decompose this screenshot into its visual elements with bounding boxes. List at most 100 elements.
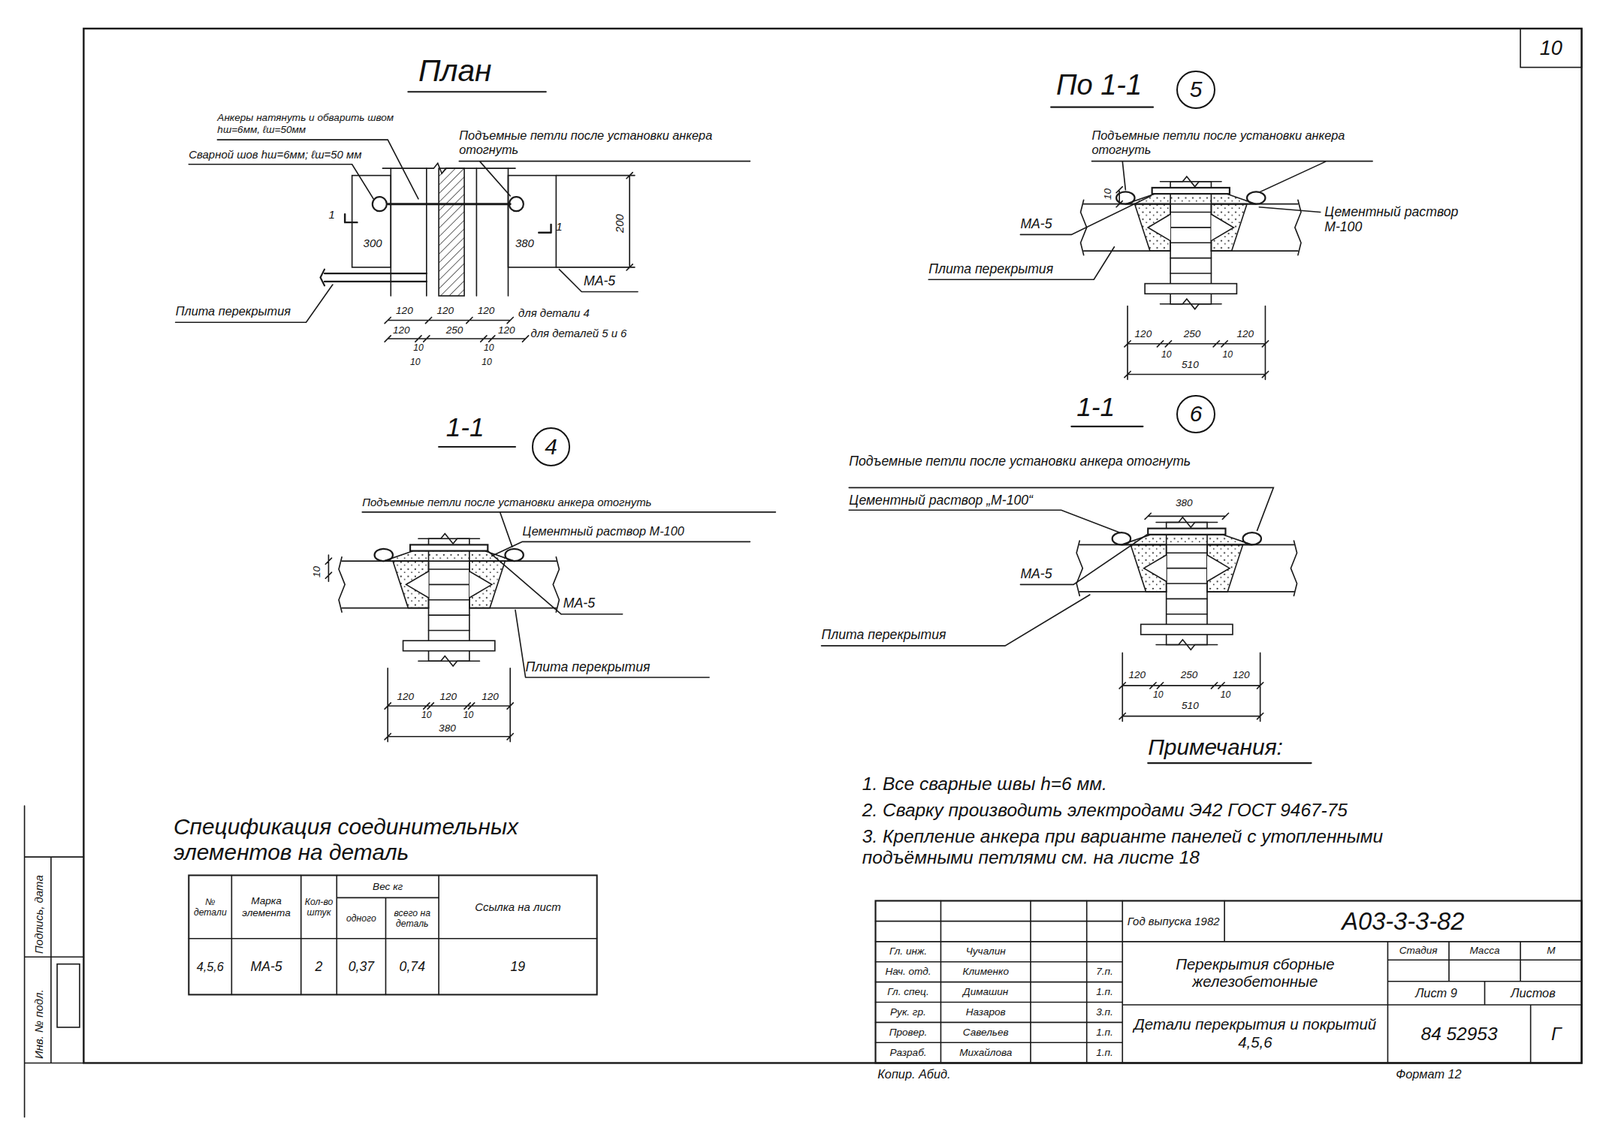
stamp-cell: Разраб. — [875, 1042, 942, 1063]
callout-number: 5 — [1189, 77, 1203, 103]
dimension: 380 — [515, 236, 535, 250]
table-cell: Вес кг — [336, 875, 439, 899]
table-cell: 2 — [301, 938, 338, 996]
dimension: 10 — [483, 342, 495, 354]
dimension: 120 — [392, 324, 411, 337]
callout-text: Плита перекрытия — [525, 659, 651, 675]
dimension: 10 — [413, 342, 424, 354]
dimension: 10 — [1101, 188, 1114, 200]
section-6 — [821, 487, 1274, 647]
stamp-cell: 1.п. — [1086, 1022, 1124, 1043]
dimension: 120 — [395, 304, 414, 317]
view-title: План — [418, 53, 493, 89]
section-6 — [1144, 513, 1229, 520]
dimension: 10 — [421, 709, 432, 721]
dimension: 120 — [1128, 669, 1146, 682]
plan-view — [372, 196, 387, 212]
dimension: 10 — [1161, 349, 1172, 360]
stamp-cell: Провер. — [875, 1022, 942, 1043]
stamp-cell: 84 52953 — [1387, 1005, 1531, 1063]
section-mark: 1 — [555, 220, 562, 233]
table-cell: Кол-во штук — [301, 875, 338, 939]
plan-view — [320, 269, 427, 287]
dimension: 120 — [439, 691, 457, 704]
plan-view — [438, 168, 465, 296]
dimension: 380 — [438, 722, 456, 735]
plan-view — [509, 196, 524, 212]
title-block-grid — [875, 900, 1582, 1063]
sheet-frame — [24, 28, 1582, 1117]
stamp-cell: Лист 9 — [1387, 981, 1485, 1006]
table-title: Спецификация соединительных элементов на… — [173, 814, 633, 867]
title-block-grid — [875, 900, 1582, 1063]
callout-number: 4 — [544, 434, 558, 460]
dimension: 10 — [1153, 689, 1164, 701]
stamp-cell: Г — [1530, 1005, 1582, 1063]
dimension: 10 — [310, 566, 324, 578]
callout-circle: 4 — [531, 427, 571, 467]
stamp-cell: Год выпуска 1982 — [1122, 900, 1225, 942]
dimension: 120 — [396, 691, 414, 704]
callout-text: Подъемные петли после установки анкера о… — [1092, 128, 1374, 157]
view-title: 1-1 — [1076, 392, 1115, 423]
stamp-cell: 3.п. — [1086, 1002, 1124, 1024]
section-mark: 1 — [328, 208, 335, 221]
margin-text: Формат 12 — [1395, 1067, 1462, 1082]
dimension: 120 — [1232, 669, 1250, 682]
dimension: 120 — [498, 324, 516, 337]
stamp-cell: Савельев — [940, 1022, 1031, 1043]
table-cell: МА-5 — [231, 938, 301, 996]
title-underline — [407, 91, 1311, 764]
note-text: 1. Все сварные швы h=6 мм. — [862, 773, 1108, 795]
stamp-cell: А03-3-3-82 — [1224, 900, 1582, 942]
dimension: 10 — [1220, 689, 1232, 701]
title-block-grid — [875, 900, 1582, 1063]
table-cell: всего на деталь — [385, 897, 439, 939]
dimension: 10 — [1222, 349, 1233, 360]
plan-view — [344, 214, 551, 233]
stamp-cell: Гл. спец. — [875, 982, 942, 1003]
callout-text: МА-5 — [1020, 216, 1052, 232]
dimension: 120 — [481, 691, 499, 704]
stamp-cell: Димашин — [940, 982, 1031, 1003]
stamp-cell: Листов — [1484, 981, 1582, 1006]
stamp-cell: Стадия — [1387, 941, 1450, 960]
section-5 — [1116, 187, 1268, 381]
dimension: 510 — [1181, 700, 1199, 713]
stamp-cell: М — [1520, 941, 1582, 960]
plan-view — [175, 139, 751, 342]
view-title: 1-1 — [446, 412, 485, 444]
margin-text: Копир. Абид. — [877, 1067, 951, 1082]
dimension: 120 — [1236, 328, 1254, 341]
view-title: По 1-1 — [1056, 69, 1142, 103]
table-cell: 4,5,6 — [188, 938, 232, 996]
callout-text: Подъемные петли после установки анкера о… — [362, 495, 652, 509]
table-cell: 0,74 — [385, 938, 439, 996]
margin-text: Подпись, дата — [32, 875, 46, 954]
note-text: 3. Крепление анкера при варианте панелей… — [862, 826, 1475, 869]
section-5 — [1080, 176, 1302, 310]
section-6 — [821, 487, 1298, 722]
stamp-cell: Перекрытия сборные железобетонные — [1122, 941, 1388, 1006]
plan-view — [555, 172, 635, 271]
view-title: Примечания: — [1147, 734, 1284, 761]
callout-text: Подъемные петли после установки анкера о… — [848, 453, 1191, 469]
spec-table-grid — [188, 875, 597, 996]
table-cell: Ссылка на лист — [438, 875, 598, 939]
spec-table-grid — [188, 875, 597, 996]
dimension: 10 — [481, 356, 493, 368]
table-cell: № детали — [188, 875, 232, 939]
callout-text: Плита перекрытия — [928, 261, 1054, 277]
section-5 — [928, 161, 1373, 281]
callout-text: МА-5 — [563, 595, 595, 611]
plan-view — [507, 175, 556, 268]
dimension: 120 — [1135, 328, 1153, 341]
sheet-frame — [24, 806, 85, 1117]
plan-view — [352, 175, 392, 268]
section-4 — [325, 555, 514, 743]
callout-text: Сварной шов hш=6мм; ℓш=50 мм — [188, 147, 362, 161]
plan-view — [387, 202, 511, 206]
stamp-cell: Назаров — [940, 1002, 1031, 1024]
table-cell: 19 — [438, 938, 598, 996]
